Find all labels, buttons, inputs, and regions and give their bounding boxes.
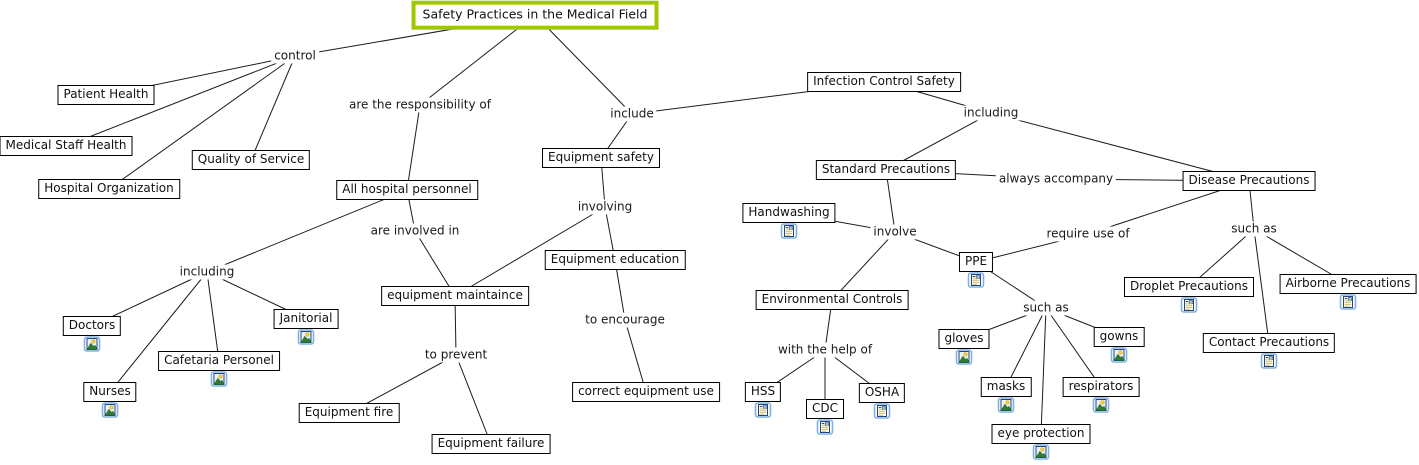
concept-environmental-controls[interactable]: Environmental Controls bbox=[755, 290, 909, 310]
link-label-control[interactable]: control bbox=[271, 48, 319, 64]
document-resource-icon[interactable] bbox=[816, 419, 834, 435]
picture-resource-icon[interactable] bbox=[101, 402, 119, 418]
concept-hss[interactable]: HSS bbox=[744, 382, 782, 402]
edge-such-as-ppe--masks bbox=[1005, 307, 1047, 388]
link-label-are-the-responsibility-of[interactable]: are the responsibility of bbox=[346, 97, 494, 113]
link-label-such-as-disease[interactable]: such as bbox=[1228, 221, 1280, 237]
picture-resource-icon[interactable] bbox=[1092, 397, 1110, 413]
link-label-including-right[interactable]: including bbox=[960, 105, 1022, 121]
concept-correct-equipment-use[interactable]: correct equipment use bbox=[572, 382, 720, 402]
edge-involve--environmental-controls bbox=[831, 231, 896, 301]
link-label-to-prevent[interactable]: to prevent bbox=[421, 347, 491, 363]
concept-doctors[interactable]: Doctors bbox=[62, 316, 122, 336]
edge-such-as-disease--contact-precautions bbox=[1253, 228, 1270, 344]
edge-are-the-responsibility-of--all-hospital-personnel bbox=[406, 104, 421, 191]
link-label-involving[interactable]: involving bbox=[574, 199, 636, 215]
document-resource-icon[interactable] bbox=[780, 223, 798, 239]
edge-title--include bbox=[534, 14, 633, 115]
link-label-such-as-ppe[interactable]: such as bbox=[1020, 300, 1072, 316]
concept-infection-control-safety[interactable]: Infection Control Safety bbox=[807, 72, 961, 92]
concept-equipment-education[interactable]: Equipment education bbox=[544, 250, 686, 270]
concept-standard-precautions[interactable]: Standard Precautions bbox=[815, 160, 957, 180]
concept-gowns[interactable]: gowns bbox=[1093, 327, 1145, 347]
edge-equipment-education--to-encourage bbox=[614, 259, 626, 321]
concept-airborne-precautions[interactable]: Airborne Precautions bbox=[1279, 274, 1417, 294]
edge-control--hospital-organization bbox=[108, 55, 296, 190]
document-resource-icon[interactable] bbox=[754, 402, 772, 418]
edge-including-right--disease-precautions bbox=[990, 112, 1250, 182]
concept-osha[interactable]: OSHA bbox=[858, 383, 906, 403]
edge-title--are-the-responsibility-of bbox=[419, 14, 536, 106]
edge-involving--equipment-maintaince bbox=[454, 206, 606, 297]
edge-to-prevent--equipment-failure bbox=[455, 354, 492, 445]
document-resource-icon[interactable] bbox=[1339, 294, 1357, 310]
concept-medical-staff-health[interactable]: Medical Staff Health bbox=[0, 136, 133, 156]
edge-all-hospital-personnel--including-left bbox=[206, 189, 408, 273]
picture-resource-icon[interactable] bbox=[83, 336, 101, 352]
edge-to-encourage--correct-equipment-use bbox=[624, 319, 647, 393]
edge-such-as-ppe--eye-protection bbox=[1040, 307, 1047, 435]
concept-equipment-maintaince[interactable]: equipment maintaince bbox=[381, 286, 529, 306]
concept-hospital-organization[interactable]: Hospital Organization bbox=[38, 179, 180, 199]
link-label-are-involved-in[interactable]: are involved in bbox=[367, 223, 463, 239]
concept-quality-of-service[interactable]: Quality of Service bbox=[191, 150, 311, 170]
concept-contact-precautions[interactable]: Contact Precautions bbox=[1202, 333, 1336, 353]
edge-control--quality-of-service bbox=[250, 55, 296, 161]
concept-all-hospital-personnel[interactable]: All hospital personnel bbox=[336, 180, 478, 200]
picture-resource-icon[interactable] bbox=[1032, 444, 1050, 460]
link-label-to-encourage[interactable]: to encourage bbox=[582, 312, 668, 328]
link-label-including-left[interactable]: including bbox=[176, 264, 238, 280]
document-resource-icon[interactable] bbox=[873, 403, 891, 419]
edge-including-left--cafetaria-personel bbox=[206, 271, 220, 362]
link-label-with-the-help-of[interactable]: with the help of bbox=[774, 342, 876, 358]
concept-title[interactable]: Safety Practices in the Medical Field bbox=[411, 0, 659, 30]
picture-resource-icon[interactable] bbox=[1110, 347, 1128, 363]
link-label-include[interactable]: include bbox=[607, 106, 657, 122]
concept-handwashing[interactable]: Handwashing bbox=[742, 203, 836, 223]
concept-equipment-fire[interactable]: Equipment fire bbox=[298, 403, 400, 423]
concept-nurses[interactable]: Nurses bbox=[83, 382, 137, 402]
edge-control--medical-staff-health bbox=[65, 55, 296, 147]
edge-standard-precautions--involve bbox=[885, 169, 896, 233]
edge-are-involved-in--equipment-maintaince bbox=[414, 230, 456, 297]
link-label-require-use-of[interactable]: require use of bbox=[1043, 226, 1133, 242]
concept-patient-health[interactable]: Patient Health bbox=[57, 85, 155, 105]
concept-respirators[interactable]: respirators bbox=[1062, 377, 1140, 397]
concept-masks[interactable]: masks bbox=[980, 377, 1032, 397]
link-label-involve[interactable]: involve bbox=[870, 224, 920, 240]
picture-resource-icon[interactable] bbox=[210, 371, 228, 387]
concept-droplet-precautions[interactable]: Droplet Precautions bbox=[1124, 277, 1254, 297]
picture-resource-icon[interactable] bbox=[955, 349, 973, 365]
document-resource-icon[interactable] bbox=[1260, 353, 1278, 369]
edge-such-as-ppe--respirators bbox=[1045, 307, 1102, 388]
concept-eye-protection[interactable]: eye protection bbox=[991, 424, 1091, 444]
document-resource-icon[interactable] bbox=[967, 272, 985, 288]
picture-resource-icon[interactable] bbox=[297, 329, 315, 345]
concept-disease-precautions[interactable]: Disease Precautions bbox=[1182, 171, 1316, 191]
concept-gloves[interactable]: gloves bbox=[938, 329, 990, 349]
concept-janitorial[interactable]: Janitorial bbox=[273, 309, 339, 329]
picture-resource-icon[interactable] bbox=[997, 397, 1015, 413]
concept-cafetaria-personel[interactable]: Cafetaria Personel bbox=[158, 351, 280, 371]
link-label-always-accompany[interactable]: always accompany bbox=[995, 171, 1117, 187]
edge-including-left--nurses bbox=[109, 271, 208, 393]
concept-ppe[interactable]: PPE bbox=[958, 252, 994, 272]
document-resource-icon[interactable] bbox=[1180, 297, 1198, 313]
concept-equipment-safety[interactable]: Equipment safety bbox=[542, 148, 660, 168]
concept-cdc[interactable]: CDC bbox=[806, 399, 844, 419]
concept-equipment-failure[interactable]: Equipment failure bbox=[431, 434, 551, 454]
